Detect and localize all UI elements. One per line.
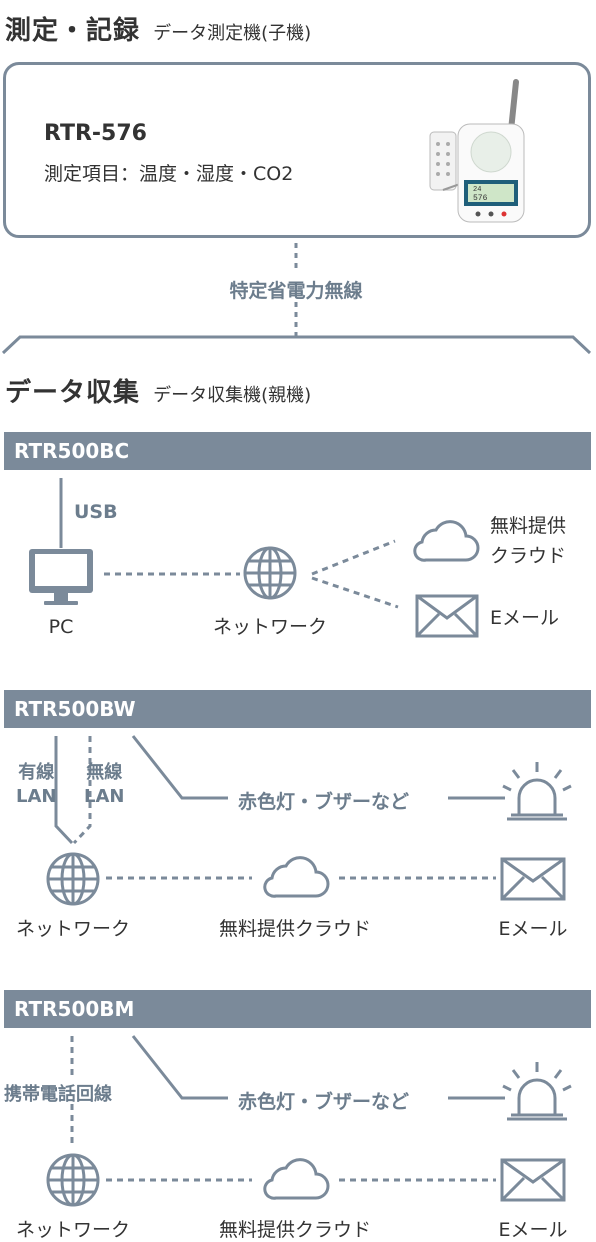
rtr500bw-header: RTR500BW [4, 690, 591, 728]
cloud-icon [263, 856, 330, 898]
network-label: ネットワーク [15, 1219, 131, 1241]
rtr576-device-image: 24 576 [429, 79, 525, 223]
network-label: ネットワーク [15, 918, 131, 940]
section-collect-heading: データ収集 データ収集機(親機) [5, 372, 311, 409]
wireless-lan-label: 無線 LAN [84, 761, 124, 809]
email-label: Eメール [498, 1219, 568, 1241]
email-label: Eメール [490, 607, 560, 629]
cloud-label: 無料提供クラウド [218, 1219, 372, 1241]
mobile-line-label: 携帯電話回線 [4, 1084, 112, 1105]
rtr500bc-header: RTR500BC [4, 432, 591, 470]
alarm-label: 赤色灯・ブザーなど [238, 791, 410, 813]
alarm-light-icon [502, 1062, 572, 1121]
globe-icon [243, 546, 297, 600]
pc-label: PC [48, 616, 74, 638]
section-measure-subtitle: データ測定機(子機) [153, 23, 312, 44]
globe-icon [46, 1153, 100, 1207]
cloud-label-line2: クラウド [490, 545, 567, 567]
mail-icon [500, 1158, 566, 1202]
section-collect-subtitle: データ収集機(親機) [153, 385, 312, 406]
section-collect-title: データ収集 [5, 378, 141, 408]
email-label: Eメール [498, 918, 568, 940]
mail-icon [500, 857, 566, 901]
cloud-label-line1: 無料提供 [490, 515, 567, 537]
device-card [3, 62, 591, 238]
globe-icon [46, 852, 100, 906]
section-measure-title: 測定・記録 [5, 16, 141, 46]
alarm-label: 赤色灯・ブザーなど [238, 1091, 410, 1113]
device-screen-line1: 24 [473, 186, 481, 194]
network-label: ネットワーク [212, 616, 328, 638]
wired-lan-label: 有線 LAN [16, 761, 56, 809]
cloud-icon [263, 1158, 330, 1200]
wireless-lan-line2: LAN [84, 786, 125, 807]
usb-label: USB [74, 501, 118, 523]
device-model: RTR-576 [44, 121, 147, 146]
rtr500bm-header: RTR500BM [4, 990, 591, 1028]
wireless-lan-line1: 無線 [86, 762, 123, 783]
device-screen-line2: 576 [473, 194, 488, 203]
alarm-light-icon [502, 762, 572, 821]
cloud-label: 無料提供クラウド [218, 918, 372, 940]
section-measure-heading: 測定・記録 データ測定機(子機) [5, 10, 311, 47]
radio-link-label: 特定省電力無線 [229, 280, 363, 302]
mail-icon [415, 594, 479, 638]
device-measurement-items: 測定項目：温度・湿度・CO2 [44, 163, 294, 185]
pc-monitor-icon [29, 549, 93, 605]
wired-lan-line2: LAN [16, 786, 57, 807]
cloud-icon [413, 520, 480, 562]
wired-lan-line1: 有線 [18, 762, 55, 783]
